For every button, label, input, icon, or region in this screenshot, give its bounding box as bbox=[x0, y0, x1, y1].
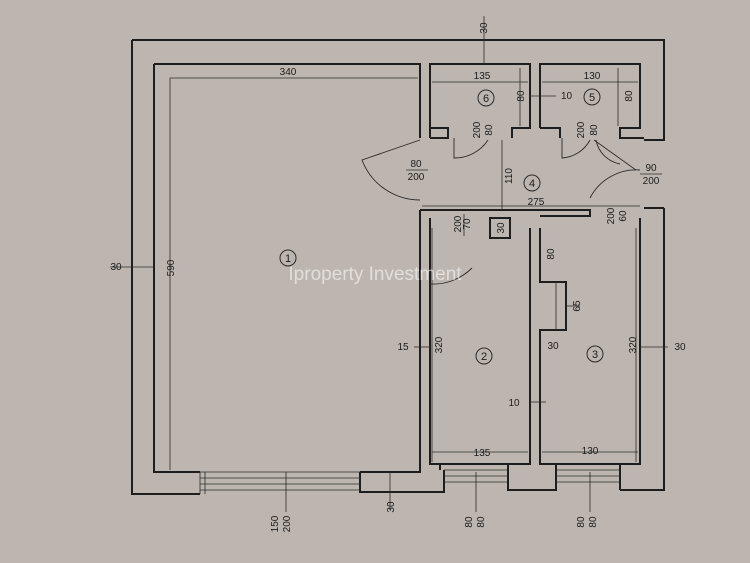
dim-room1-height: 590 bbox=[166, 259, 177, 276]
dim-bottom-wall: 30 bbox=[386, 501, 397, 513]
watermark: Iproperty Investment bbox=[288, 264, 462, 285]
room-6-circle bbox=[477, 89, 495, 107]
dim-win1-h: 150 bbox=[270, 515, 281, 532]
dim-win3-w: 80 bbox=[588, 516, 599, 528]
dim-wall15: 15 bbox=[397, 342, 409, 353]
room-5-walls bbox=[539, 63, 644, 139]
dim-win2-w: 80 bbox=[476, 516, 487, 528]
dim-right-wall: 30 bbox=[674, 342, 686, 353]
dim-partition-10: 10 bbox=[561, 91, 573, 102]
dim-door3-h: 200 bbox=[643, 176, 660, 187]
dim-win1-w: 200 bbox=[282, 515, 293, 532]
dim-door3b-w: 60 bbox=[618, 210, 629, 222]
room-2-number: 2 bbox=[481, 351, 487, 363]
room-1-circle bbox=[279, 249, 297, 267]
room-1-number: 1 bbox=[285, 253, 291, 265]
dim-step-30: 30 bbox=[496, 222, 507, 234]
room-3-number: 3 bbox=[592, 349, 598, 361]
room-1-walls bbox=[153, 63, 445, 493]
dim-top-wall: 30 bbox=[479, 22, 490, 34]
room-1-window bbox=[199, 471, 360, 494]
dim-door3-w: 90 bbox=[645, 163, 657, 174]
dim-door6-w: 80 bbox=[484, 124, 495, 136]
dim-room6-depth: 80 bbox=[516, 90, 527, 102]
dim-door1-w: 80 bbox=[410, 159, 422, 170]
dim-room3-height: 320 bbox=[628, 336, 639, 353]
room-2-walls bbox=[420, 209, 591, 491]
dim-hall-depth: 110 bbox=[504, 168, 515, 184]
dim-door6-h: 200 bbox=[472, 121, 483, 138]
dim-win3-h: 80 bbox=[576, 516, 587, 528]
dim-room3-step: 30 bbox=[547, 341, 559, 352]
dim-door5-w: 80 bbox=[589, 124, 600, 136]
dim-room2-height: 320 bbox=[434, 336, 445, 353]
dim-room3-notch: 80 bbox=[546, 248, 557, 260]
room-3-walls bbox=[539, 207, 664, 490]
dim-door3b-h: 200 bbox=[606, 207, 617, 224]
dim-wall10: 10 bbox=[508, 398, 520, 409]
room-markers: 1 2 3 4 5 6 bbox=[279, 88, 604, 365]
dim-room3-width: 130 bbox=[582, 446, 599, 457]
dim-door2-h: 200 bbox=[453, 215, 464, 232]
room-5-circle bbox=[583, 88, 601, 106]
room-3-circle bbox=[586, 345, 604, 363]
room-4-circle bbox=[523, 174, 541, 192]
dim-room1-width: 340 bbox=[280, 67, 297, 78]
door-swings bbox=[361, 138, 641, 285]
dimension-labels: 30 340 135 130 80 10 80 80 200 80 200 80… bbox=[110, 22, 686, 532]
dim-room5-depth: 80 bbox=[624, 90, 635, 102]
dim-door5-h: 200 bbox=[576, 121, 587, 138]
dim-door2-w: 70 bbox=[462, 218, 473, 230]
dim-left-wall: 30 bbox=[110, 262, 122, 273]
dim-hall-width: 275 bbox=[528, 197, 545, 208]
dim-win2-h: 80 bbox=[464, 516, 475, 528]
dimension-lines bbox=[110, 16, 668, 512]
room-5-number: 5 bbox=[589, 92, 595, 104]
dim-room6-width: 135 bbox=[474, 71, 491, 82]
outer-walls bbox=[131, 39, 665, 495]
room-6-number: 6 bbox=[483, 93, 489, 105]
dim-room2-width: 135 bbox=[474, 448, 491, 459]
dim-room3-offset: 65 bbox=[572, 300, 583, 312]
room-4-number: 4 bbox=[529, 178, 535, 190]
dim-door1-h: 200 bbox=[408, 172, 425, 183]
room-2-circle bbox=[475, 347, 493, 365]
dim-room5-width: 130 bbox=[584, 71, 601, 82]
